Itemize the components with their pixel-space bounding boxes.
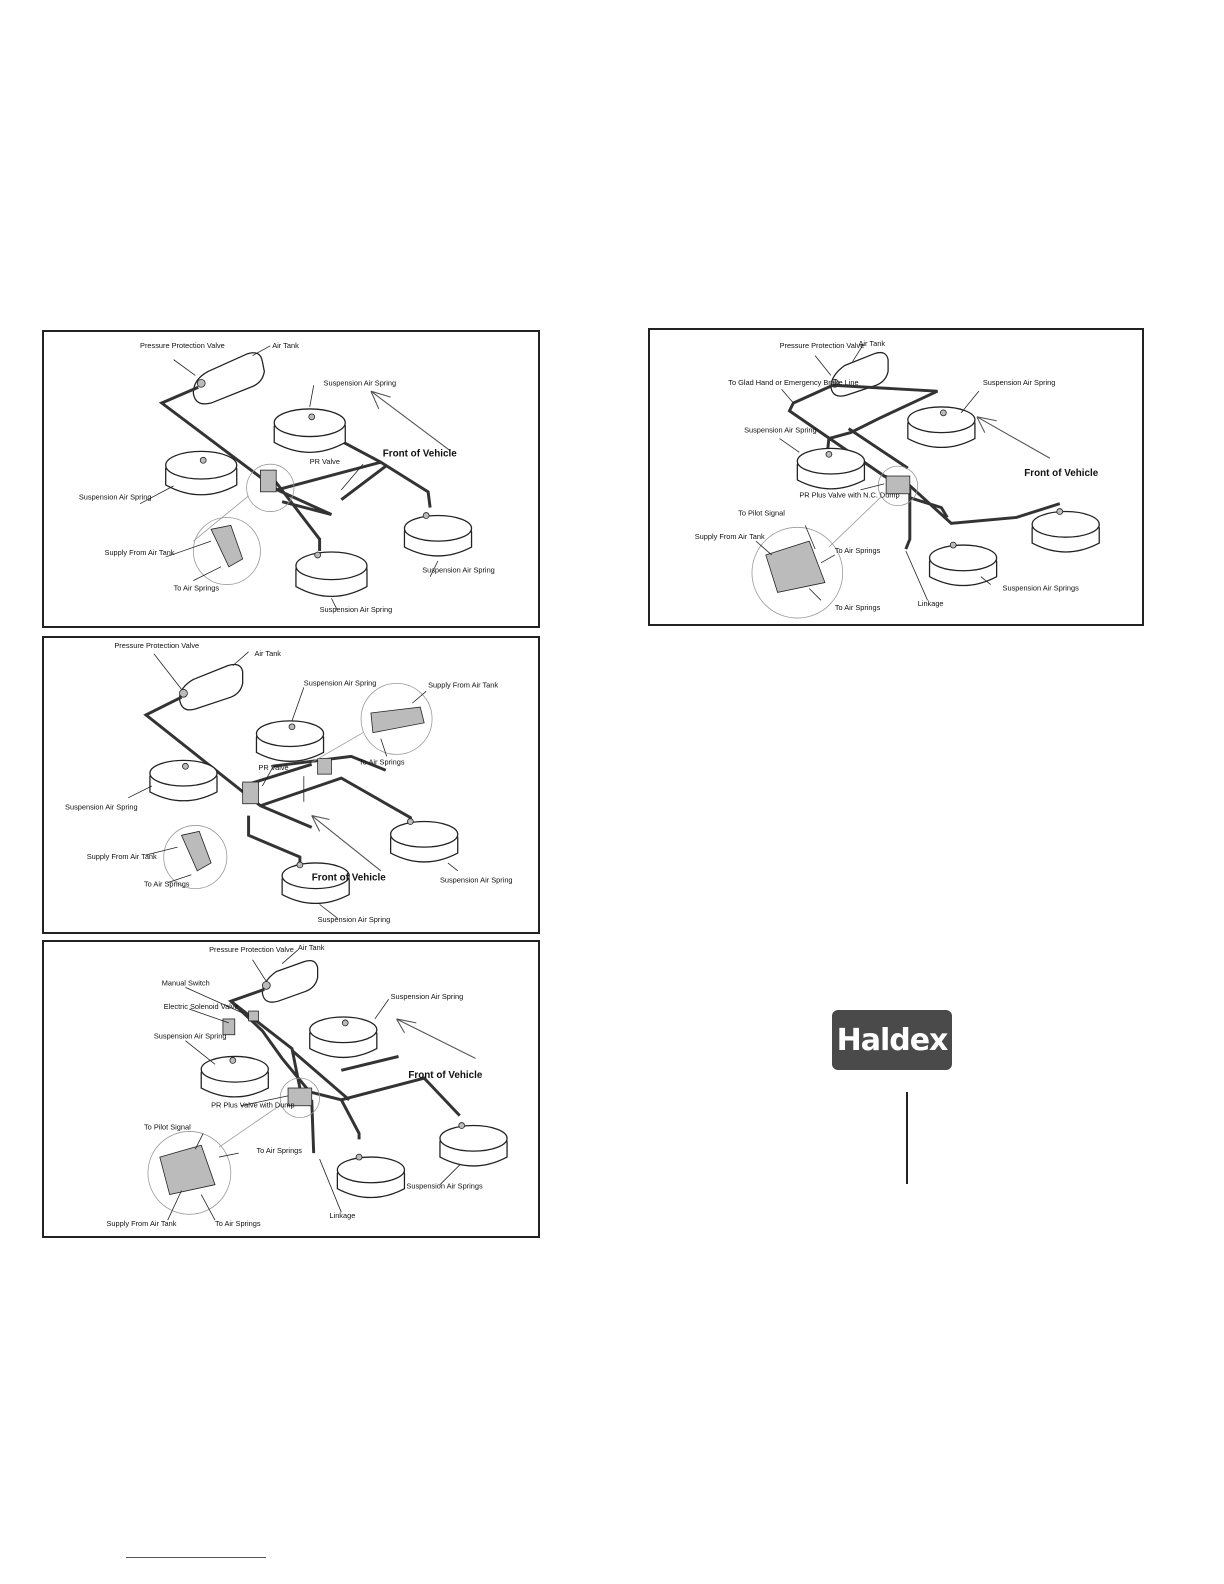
label-air-tank: Air Tank <box>272 341 299 350</box>
label-to-air-springs: To Air Springs <box>174 583 220 592</box>
air-spring <box>928 541 998 587</box>
label-air-tank: Air Tank <box>859 339 886 348</box>
label-suspension-air-springs: Suspension Air Springs <box>406 1182 483 1191</box>
diagram-pr-plus-nc-dump: Pressure Protection Valve Air Tank To Gl… <box>648 328 1144 626</box>
air-tank <box>178 663 244 711</box>
label-glad-hand-emergency-brake-line: To Glad Hand or Emergency Brake Line <box>728 378 858 387</box>
air-spring <box>1031 508 1100 553</box>
valve-detail-callout <box>751 497 881 619</box>
label-suspension-air-spring: Suspension Air Spring <box>440 876 513 885</box>
air-spring <box>149 759 218 802</box>
label-suspension-air-spring: Suspension Air Spring <box>744 426 817 435</box>
front-of-vehicle-arrow <box>396 1018 476 1059</box>
diagram-pr-plus-dump: Pressure Protection Valve Air Tank Manua… <box>42 940 540 1238</box>
label-air-tank: Air Tank <box>298 943 325 952</box>
label-to-pilot-signal: To Pilot Signal <box>738 508 785 517</box>
label-air-tank: Air Tank <box>254 649 281 658</box>
air-spring <box>796 447 866 490</box>
label-linkage: Linkage <box>329 1211 355 1220</box>
front-of-vehicle-arrow <box>311 815 382 872</box>
label-pr-valve: PR Valve <box>258 763 288 772</box>
label-to-pilot-signal: To Pilot Signal <box>144 1122 191 1131</box>
valve-detail-callout <box>147 1103 283 1215</box>
diagram-pr-valve-dual: Pressure Protection Valve Air Tank Suspe… <box>42 636 540 934</box>
link-underline[interactable] <box>126 1557 266 1558</box>
air-spring <box>336 1153 406 1199</box>
label-front-of-vehicle: Front of Vehicle <box>383 448 457 459</box>
label-to-air-springs: To Air Springs <box>835 603 881 612</box>
label-suspension-air-spring: Suspension Air Spring <box>318 915 391 924</box>
front-of-vehicle-arrow <box>976 416 1051 459</box>
pr-plus-valve <box>877 465 919 507</box>
label-suspension-air-spring: Suspension Air Spring <box>65 803 138 812</box>
air-spring <box>200 1055 269 1098</box>
air-spring <box>273 408 346 453</box>
label-pressure-protection-valve: Pressure Protection Valve <box>780 341 865 350</box>
label-to-air-springs: To Air Springs <box>835 546 881 555</box>
diagram-c-drawing: Pressure Protection Valve Air Tank Manua… <box>107 943 508 1228</box>
label-electric-solenoid-valve: Electric Solenoid Valve <box>164 1002 239 1011</box>
diagram-pr-valve-single: Pressure Protection Valve Air Tank Suspe… <box>42 330 540 628</box>
label-pressure-protection-valve: Pressure Protection Valve <box>114 641 199 650</box>
label-pressure-protection-valve: Pressure Protection Valve <box>140 341 225 350</box>
air-spring <box>295 551 368 597</box>
label-to-air-springs: To Air Springs <box>359 757 405 766</box>
label-pr-valve: PR Valve <box>310 457 340 466</box>
vertical-divider <box>906 1092 908 1184</box>
label-manual-switch: Manual Switch <box>162 978 210 987</box>
label-linkage: Linkage <box>918 599 944 608</box>
haldex-logo: Haldex <box>832 1010 952 1070</box>
label-suspension-air-spring: Suspension Air Spring <box>983 378 1056 387</box>
electric-solenoid-valve <box>222 1010 259 1036</box>
label-supply-from-air-tank: Supply From Air Tank <box>428 680 498 689</box>
label-front-of-vehicle: Front of Vehicle <box>408 1070 482 1081</box>
label-front-of-vehicle: Front of Vehicle <box>1024 468 1098 479</box>
label-suspension-air-spring: Suspension Air Spring <box>422 566 495 575</box>
label-suspension-air-spring: Suspension Air Spring <box>79 493 152 502</box>
air-spring <box>255 720 325 762</box>
air-spring <box>390 818 459 863</box>
label-supply-from-air-tank: Supply From Air Tank <box>107 1219 177 1228</box>
diagram-a-drawing: Pressure Protection Valve Air Tank Suspe… <box>79 341 495 614</box>
air-spring <box>907 406 976 448</box>
label-to-air-springs: To Air Springs <box>215 1219 261 1228</box>
air-tank <box>261 959 319 1003</box>
label-pr-plus-valve-nc-dump: PR Plus Valve with N.C. Dump <box>799 491 899 500</box>
label-pr-plus-valve-with-dump: PR Plus Valve with Dump <box>211 1101 294 1110</box>
pr-valve <box>242 757 332 805</box>
label-suspension-air-springs: Suspension Air Springs <box>1003 583 1080 592</box>
air-tank <box>830 351 889 397</box>
label-supply-from-air-tank: Supply From Air Tank <box>695 532 765 541</box>
logo-text: Haldex <box>836 1022 949 1058</box>
label-suspension-air-spring: Suspension Air Spring <box>324 378 397 387</box>
diagram-b-drawing: Pressure Protection Valve Air Tank Suspe… <box>65 641 513 924</box>
air-spring <box>165 450 238 496</box>
diagram-d-drawing: Pressure Protection Valve Air Tank To Gl… <box>695 339 1100 619</box>
label-front-of-vehicle: Front of Vehicle <box>312 873 386 884</box>
label-suspension-air-spring: Suspension Air Spring <box>391 992 464 1001</box>
valve-detail-callout <box>192 495 261 585</box>
air-spring <box>281 861 350 904</box>
valve-detail-callout <box>163 682 433 889</box>
label-supply-from-air-tank: Supply From Air Tank <box>105 548 175 557</box>
air-spring <box>439 1122 508 1167</box>
pr-valve <box>246 463 295 512</box>
air-tank <box>192 352 266 405</box>
front-of-vehicle-arrow <box>370 390 451 451</box>
label-to-air-springs: To Air Springs <box>144 880 190 889</box>
label-suspension-air-spring: Suspension Air Spring <box>320 605 393 614</box>
label-to-air-springs: To Air Springs <box>256 1146 302 1155</box>
air-spring <box>403 512 473 557</box>
label-suspension-air-spring: Suspension Air Spring <box>154 1032 227 1041</box>
label-pressure-protection-valve: Pressure Protection Valve <box>209 945 294 954</box>
label-supply-from-air-tank: Supply From Air Tank <box>87 852 157 861</box>
air-spring <box>309 1016 378 1058</box>
label-suspension-air-spring: Suspension Air Spring <box>304 678 377 687</box>
